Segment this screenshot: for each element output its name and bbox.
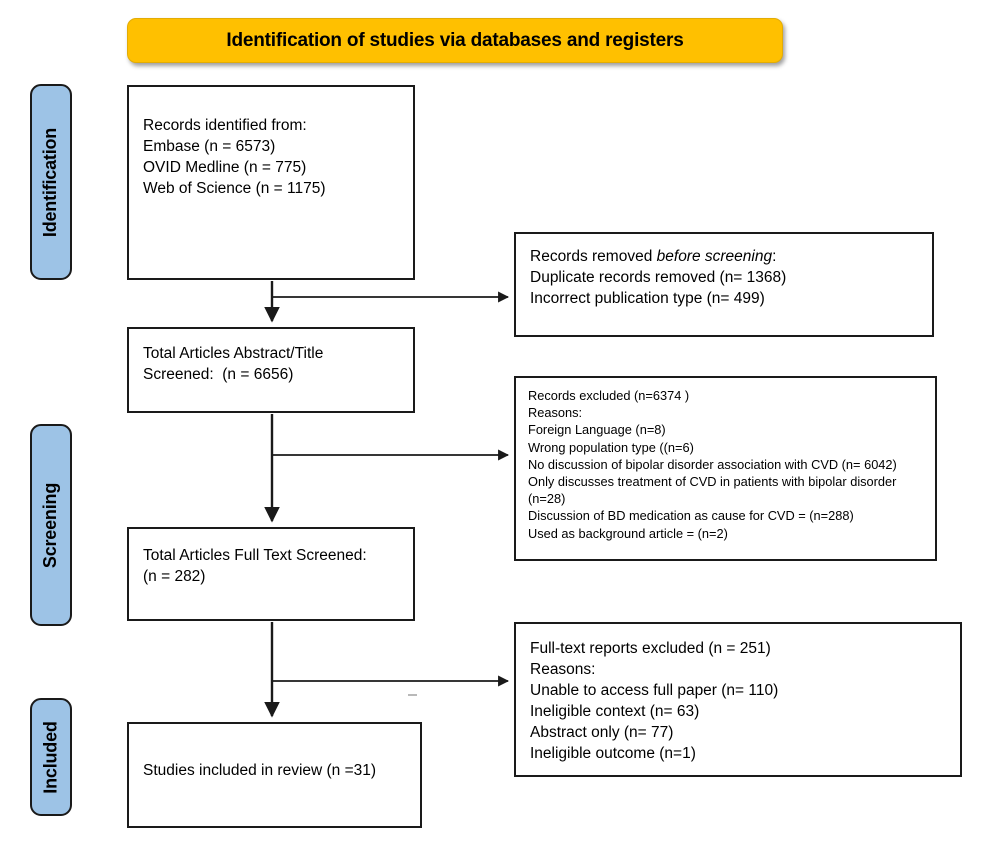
box-full-text-reports-excluded-content: Full-text reports excluded (n = 251) Rea… (516, 624, 960, 774)
box-records-excluded: Records excluded (n=6374 ) Reasons: Fore… (514, 376, 937, 561)
box-line: Full-text reports excluded (n = 251) (530, 640, 771, 657)
box-line: Reasons: (528, 405, 583, 421)
box-records-identified-content: Records identified from: Embase (n = 657… (129, 87, 413, 209)
box-studies-included-in-review: Studies included in review (n =31) (127, 722, 422, 828)
box-studies-included-content: Studies included in review (n =31) (129, 724, 420, 791)
box-full-text-screened-content: Total Articles Full Text Screened: (n = … (129, 529, 413, 597)
box-line: Ineligible outcome (n=1) (530, 745, 696, 762)
box-line: Total Articles Abstract/Title (143, 345, 324, 362)
stray-mark-artifact (408, 694, 417, 696)
box-records-removed-before-screening: Records removed before screening: Duplic… (514, 232, 934, 337)
stage-label-identification: Identification (30, 84, 72, 280)
box-line: No discussion of bipolar disorder associ… (528, 456, 897, 472)
box-line: Ineligible context (n= 63) (530, 703, 700, 720)
box-records-removed-content: Records removed before screening: Duplic… (516, 234, 932, 319)
diagram-title-banner: Identification of studies via databases … (127, 18, 783, 63)
box-line: Wrong population type ((n=6) (528, 439, 694, 455)
heading-suffix: : (772, 248, 777, 265)
box-line: Screened: (n = 6656) (143, 366, 294, 383)
box-full-text-reports-excluded: Full-text reports excluded (n = 251) Rea… (514, 622, 962, 777)
stage-label-screening-text: Screening (40, 482, 61, 568)
box-line-heading: Records removed before screening: (530, 246, 918, 267)
box-line: Web of Science (n = 1175) (143, 180, 326, 197)
stage-label-screening: Screening (30, 424, 72, 626)
box-line: Studies included in review (n =31) (143, 762, 377, 779)
box-line: Embase (n = 6573) (143, 138, 276, 155)
heading-prefix: Records removed (530, 248, 657, 265)
box-line: Total Articles Full Text Screened: (143, 547, 367, 564)
box-line: Unable to access full paper (n= 110) (530, 682, 779, 699)
box-line: Only discusses treatment of CVD in patie… (528, 474, 897, 507)
box-line: Used as background article = (n=2) (528, 525, 728, 541)
diagram-title: Identification of studies via databases … (226, 29, 684, 51)
box-full-text-screened: Total Articles Full Text Screened: (n = … (127, 527, 415, 621)
box-line: (n = 282) (143, 568, 206, 585)
stage-label-included: Included (30, 698, 72, 816)
box-records-identified: Records identified from: Embase (n = 657… (127, 85, 415, 280)
box-line: Foreign Language (n=8) (528, 422, 666, 438)
box-line: OVID Medline (n = 775) (143, 159, 307, 176)
box-records-excluded-content: Records excluded (n=6374 ) Reasons: Fore… (516, 378, 935, 548)
box-line: Records excluded (n=6374 ) (528, 388, 690, 403)
box-abstract-title-screened-content: Total Articles Abstract/Title Screened: … (129, 329, 413, 395)
box-line: Duplicate records removed (n= 1368) (530, 269, 787, 286)
box-line: Reasons: (530, 661, 596, 678)
stage-label-included-text: Included (40, 720, 61, 794)
box-line: Records identified from: (143, 117, 307, 134)
box-line: Discussion of BD medication as cause for… (528, 508, 854, 524)
heading-italic: before screening (656, 248, 773, 265)
stage-label-identification-text: Identification (40, 127, 61, 237)
box-abstract-title-screened: Total Articles Abstract/Title Screened: … (127, 327, 415, 413)
box-line: Incorrect publication type (n= 499) (530, 290, 765, 307)
box-line: Abstract only (n= 77) (530, 724, 674, 741)
